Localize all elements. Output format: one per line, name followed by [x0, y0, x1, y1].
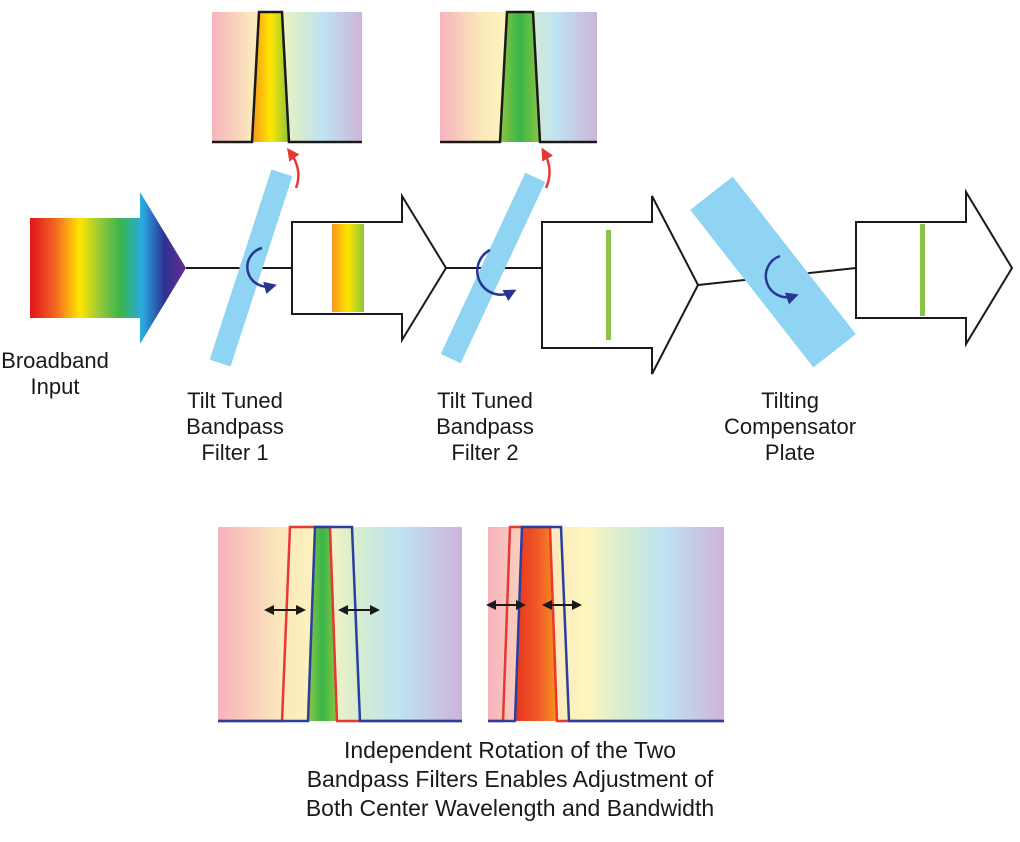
- blue-filter-curve: [218, 525, 462, 723]
- label-line: Broadband: [1, 348, 109, 373]
- bandpass-filter-2-plate: [440, 172, 546, 364]
- filter2-label: Tilt Tuned Bandpass Filter 2: [410, 388, 560, 466]
- combined-passband-inset-left: [218, 525, 462, 723]
- broadband-input-arrow: [30, 192, 186, 344]
- filter1-transmission-curve: [212, 10, 362, 144]
- label-line: Tilt Tuned: [437, 388, 533, 413]
- filter2-transmission-curve: [440, 10, 597, 144]
- figure-caption: Independent Rotation of the Two Bandpass…: [150, 736, 870, 823]
- overlap-passband: [308, 527, 337, 721]
- output-arrow-after-filter-2: [541, 195, 700, 375]
- narrowband-line: [920, 224, 925, 316]
- label-line: Tilting: [761, 388, 819, 413]
- filter1-passband: [252, 12, 289, 142]
- compensator-label: Tilting Compensator Plate: [690, 388, 890, 466]
- circular-rotation-arrow-icon: [764, 254, 799, 305]
- overlap-passband: [515, 527, 557, 721]
- label-line: Compensator: [723, 414, 857, 439]
- label-line: Filter 1: [201, 440, 269, 465]
- broadband-input-label: Broadband Input: [0, 348, 110, 400]
- combined-passband-inset-right: [486, 525, 724, 723]
- final-output-arrow: [855, 188, 1014, 348]
- curved-tilt-arrow-icon: [541, 147, 554, 189]
- label-line: Bandpass: [436, 414, 534, 439]
- circular-rotation-arrow-icon: [246, 246, 277, 294]
- filter1-label: Tilt Tuned Bandpass Filter 1: [160, 388, 310, 466]
- output-arrow-after-filter-1: [291, 192, 448, 344]
- label-line: Filter 2: [451, 440, 519, 465]
- compensator-plate: [690, 176, 856, 368]
- filter2-transmission-inset: [440, 10, 597, 144]
- narrowband-line: [606, 230, 611, 340]
- filter1-transmission-inset: [212, 10, 362, 144]
- caption-line: Bandpass Filters Enables Adjustment of: [306, 766, 714, 792]
- caption-line: Independent Rotation of the Two: [343, 737, 677, 763]
- label-line: Input: [30, 374, 80, 399]
- circular-rotation-arrow-icon: [476, 248, 517, 302]
- blue-filter-curve: [488, 525, 724, 723]
- label-line: Bandpass: [186, 414, 284, 439]
- label-line: Plate: [764, 440, 816, 465]
- curved-tilt-arrow-icon: [287, 147, 300, 189]
- filter2-passband: [500, 12, 540, 142]
- caption-line: Both Center Wavelength and Bandwidth: [305, 795, 715, 821]
- label-line: Tilt Tuned: [187, 388, 283, 413]
- bandpass-filter-1-plate: [209, 169, 293, 367]
- filtered-spectrum-band: [332, 224, 364, 312]
